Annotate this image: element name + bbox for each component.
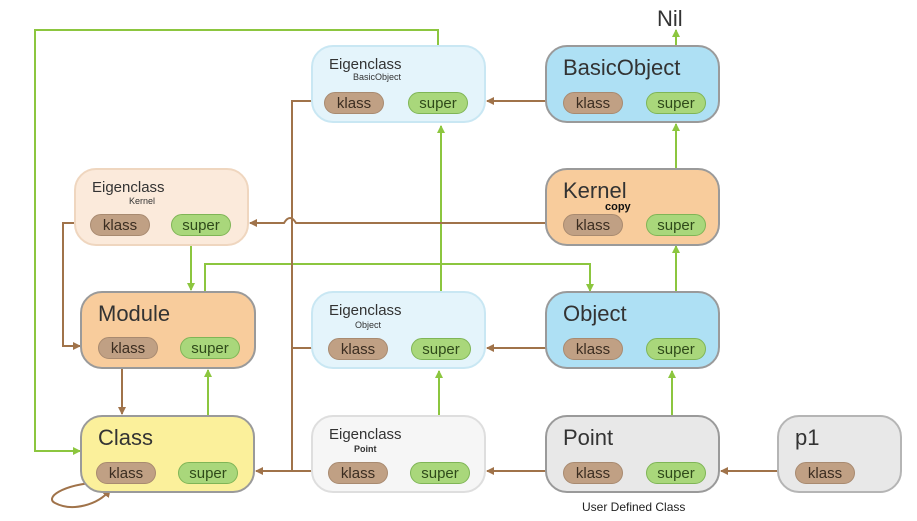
- klass-slot: klass: [795, 462, 855, 484]
- super-slot: super: [646, 214, 706, 236]
- klass-slot: klass: [324, 92, 384, 114]
- node-title: Object: [563, 301, 627, 326]
- node-title: Eigenclass: [92, 179, 165, 196]
- super-slot: super: [171, 214, 231, 236]
- klass-slot: klass: [96, 462, 156, 484]
- module-node: Module klass super: [80, 291, 256, 369]
- kernel-node: Kernel copy klass super: [545, 168, 720, 246]
- eigenclass-point-node: Eigenclass Point klass super: [311, 415, 486, 493]
- object-node: Object klass super: [545, 291, 720, 369]
- super-slot: super: [646, 92, 706, 114]
- class-node: Class klass super: [80, 415, 255, 493]
- node-title: BasicObject: [563, 55, 681, 80]
- klass-slot: klass: [98, 337, 158, 359]
- eigenclass-basicobject-node: Eigenclass BasicObject klass super: [311, 45, 486, 123]
- klass-arrow-class-class: [51, 481, 111, 508]
- klass-slot: klass: [328, 462, 388, 484]
- basicobject-node: BasicObject klass super: [545, 45, 720, 123]
- super-slot: super: [411, 338, 471, 360]
- eigenclass-kernel-node: Eigenclass Kernel klass super: [74, 168, 249, 246]
- klass-slot: klass: [90, 214, 150, 236]
- nil-label: Nil: [657, 6, 683, 31]
- klass-slot: klass: [563, 92, 623, 114]
- node-title: Eigenclass: [329, 426, 402, 443]
- klass-slot: klass: [563, 214, 623, 236]
- p1-node: p1 klass: [777, 415, 902, 493]
- super-slot: super: [646, 338, 706, 360]
- super-slot: super: [408, 92, 468, 114]
- klass-slot: klass: [563, 338, 623, 360]
- node-title: Eigenclass: [329, 302, 402, 319]
- node-subtitle: Object: [355, 320, 382, 330]
- super-slot: super: [646, 462, 706, 484]
- node-title: p1: [795, 425, 820, 450]
- super-slot: super: [180, 337, 240, 359]
- klass-arrow-eigenbasic-class: [255, 100, 324, 475]
- eigenclass-object-node: Eigenclass Object klass super: [311, 291, 486, 369]
- super-slot: super: [178, 462, 238, 484]
- node-title: Class: [98, 425, 154, 450]
- super-slot: super: [410, 462, 470, 484]
- node-title: Kernel: [563, 178, 627, 203]
- node-subtitle: BasicObject: [353, 72, 402, 82]
- point-node: Point klass super: [545, 415, 720, 493]
- user-defined-class-caption: User Defined Class: [582, 500, 686, 514]
- klass-slot: klass: [563, 462, 623, 484]
- klass-slot: klass: [328, 338, 388, 360]
- node-title: Point: [563, 425, 614, 450]
- node-subtitle: Kernel: [129, 196, 156, 206]
- node-title: Module: [98, 301, 171, 326]
- node-subtitle: copy: [605, 201, 631, 213]
- klass-arrow-kernel-eigenkernel: [249, 217, 562, 227]
- node-title: Eigenclass: [329, 56, 402, 73]
- node-subtitle: Point: [354, 444, 377, 454]
